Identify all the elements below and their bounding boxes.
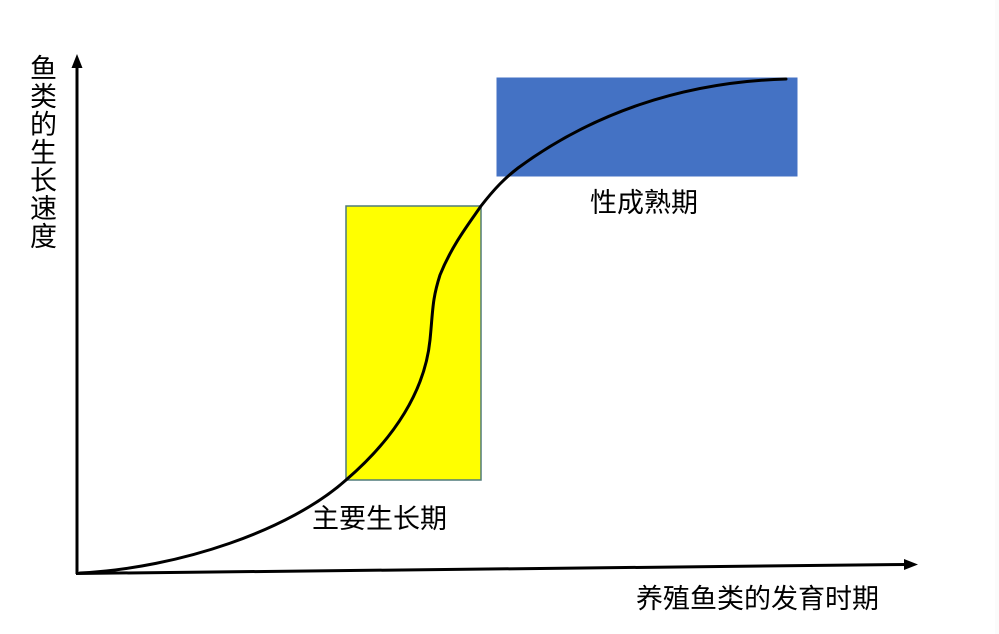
y-axis-arrow-icon [71,54,83,68]
y-axis-label: 鱼类的生长速度 [25,54,56,250]
right-edge-strip [995,0,999,634]
x-axis-label: 养殖鱼类的发育时期 [636,584,879,615]
x-axis [75,563,907,575]
main-growth-region [345,205,482,481]
main-growth-label: 主要生长期 [312,504,447,535]
sexual-maturity-region [496,77,798,177]
sexual-maturity-label: 性成熟期 [590,188,698,219]
growth-curve [78,77,788,575]
x-axis-arrow-icon [904,559,918,570]
